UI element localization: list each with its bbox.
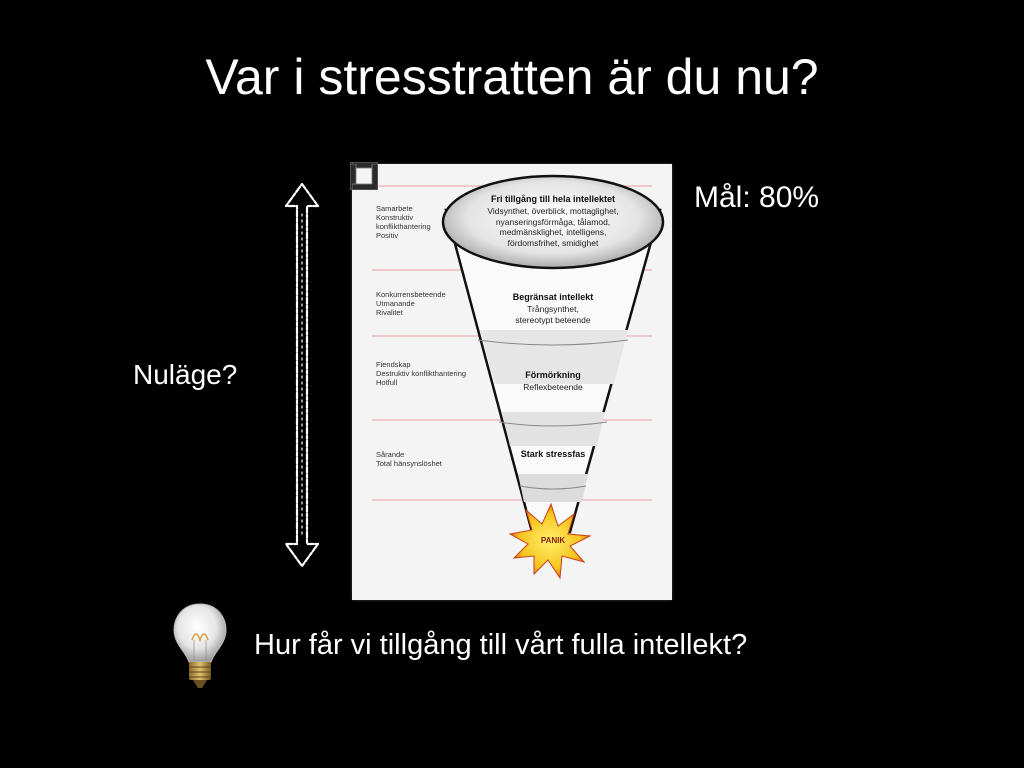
side-note-hostility: Fiendskap Destruktiv konflikthantering H… bbox=[376, 360, 467, 387]
slide-title: Var i stresstratten är du nu? bbox=[205, 49, 819, 105]
level-text-full-intellect: Vidsynthet, överblick, mottaglighet, nya… bbox=[487, 206, 619, 248]
side-note-competition: Konkurrensbeteende Utmanande Rivalitet bbox=[376, 290, 446, 317]
stress-funnel-diagram bbox=[372, 174, 665, 580]
panic-burst-icon bbox=[508, 502, 592, 580]
current-level-label: Nuläge? bbox=[133, 359, 238, 390]
double-arrow-icon bbox=[284, 182, 320, 568]
level-title-limited-intellect: Begränsat intellekt bbox=[512, 292, 594, 302]
panic-label: PANIK bbox=[540, 536, 566, 545]
goal-label: Mål: 80% bbox=[694, 181, 820, 214]
level-title-strong-stress: Stark stressfas bbox=[520, 449, 586, 459]
light-bulb-icon bbox=[173, 603, 227, 688]
stress-funnel-image: Samarbete Konstruktiv konflikthantering … bbox=[350, 162, 672, 600]
level-title-darkening: Förmörkning bbox=[525, 370, 581, 380]
level-title-full-intellect: Fri tillgång till hela intellektet bbox=[490, 194, 616, 204]
photo-corner-bottom-right bbox=[352, 164, 378, 190]
side-note-cooperation: Samarbete Konstruktiv konflikthantering … bbox=[376, 204, 431, 240]
level-text-darkening: Reflexbeteende bbox=[523, 382, 583, 392]
level-text-limited-intellect: Trångsynthet, stereotypt beteende bbox=[515, 304, 591, 325]
question-text: Hur får vi tillgång till vårt fulla inte… bbox=[254, 629, 748, 661]
side-note-hurtful: Sårande Total hänsynslöshet bbox=[376, 450, 442, 468]
